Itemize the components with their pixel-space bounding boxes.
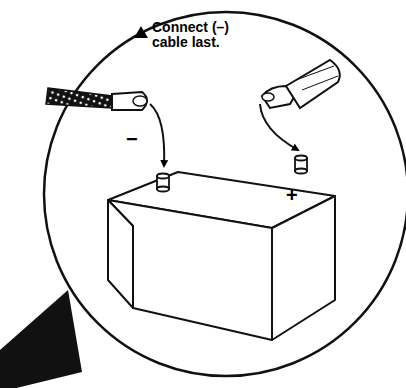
magnifier-circle [44,12,406,376]
negative-cable-clamp [46,88,164,166]
battery [108,172,335,340]
warning-triangle [134,26,148,38]
positive-cable-clamp [260,60,340,150]
polarity-sign: − [126,128,146,150]
magnifier-pointer [0,290,82,388]
polarity-sign: + [286,184,306,206]
warning-note: Connect (–) cable last. [152,20,262,51]
terminal-posts [157,156,307,192]
